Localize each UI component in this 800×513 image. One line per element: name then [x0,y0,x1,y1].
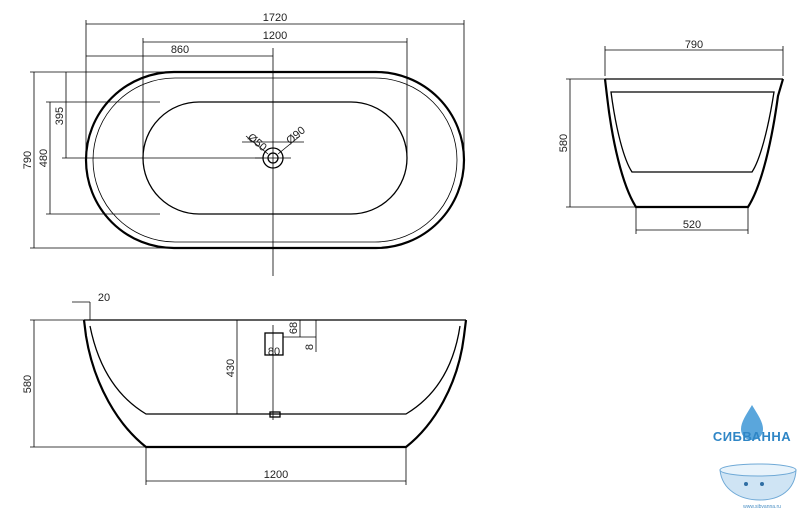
end-inner-bowl [610,91,775,173]
end-outer-shell [603,78,785,209]
side-base-length-label: 1200 [264,469,288,481]
end-view: 790 580 520 [558,39,785,234]
side-rim-label: 20 [98,292,110,304]
brand-name: СИБВАННА [713,429,791,444]
dim-inner-width-label: 480 [38,149,50,167]
water-drop-icon [741,405,763,440]
side-inner-depth-label: 430 [225,359,237,377]
end-height-label: 580 [558,134,570,152]
brand-url: www.sibvanna.ru [743,504,781,510]
end-width-label: 790 [685,39,703,51]
leader-overflow [277,135,301,155]
side-overflow-width-label: 80 [268,346,280,358]
side-view: 20 580 430 68 8 80 1200 [22,292,468,485]
drain-diameter-label: Ø50 [245,131,269,154]
side-overflow-offset-label: 8 [304,344,316,350]
side-overflow [264,332,284,356]
dim-width-label: 790 [22,151,34,169]
overflow-diameter-label: Ø90 [284,124,308,147]
brand-logo: СИБВАННА www.sibvanna.ru [713,405,797,510]
end-base-width-label: 520 [683,219,701,231]
dim-inner-length-label: 1200 [263,30,287,42]
top-view: 1720 1200 860 790 480 395 Ø50 Ø90 [22,12,466,276]
side-inner-bowl [89,325,461,415]
dim-drain-offset-label: 860 [171,44,189,56]
bathtub-rim-icon [719,463,797,477]
dim-drain-y-label: 395 [54,107,66,125]
tub-rim-outline [92,77,458,243]
side-drain [269,411,281,418]
bathtub-icon [719,469,797,501]
side-overflow-height-label: 68 [288,322,300,334]
face-eye-icon [744,482,748,486]
side-outer-shell [82,319,468,449]
dim-length-label: 1720 [263,12,287,24]
face-eye-icon [760,482,764,486]
side-height-label: 580 [22,375,34,393]
leader-drain [245,135,269,155]
